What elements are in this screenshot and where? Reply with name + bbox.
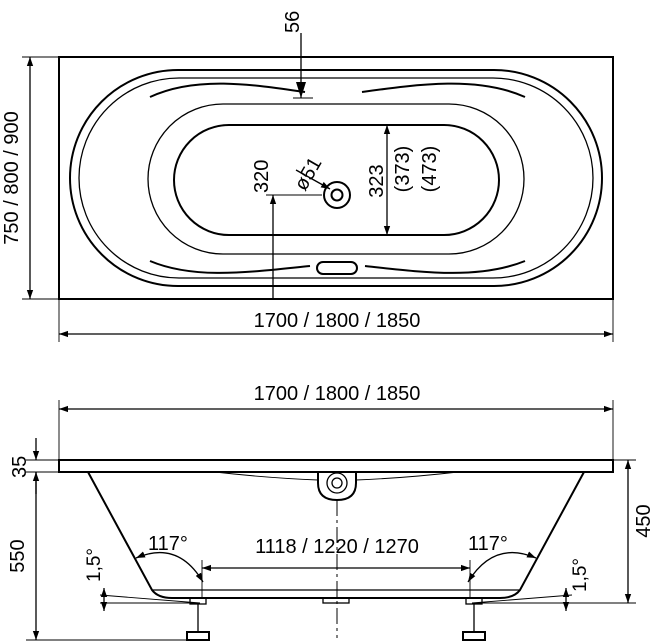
slope-left-line xyxy=(99,594,201,604)
dim-width-label: 750 / 800 / 900 xyxy=(1,111,23,244)
dim-373-label: (373) xyxy=(392,146,414,193)
dim-length-side-label: 1700 / 1800 / 1850 xyxy=(254,383,421,405)
drain-inner-circle xyxy=(330,188,344,202)
outer-oval-inner-line xyxy=(78,77,594,279)
dim-323-label: 323 xyxy=(366,164,388,197)
armrest-curve-bottom-left xyxy=(149,260,311,274)
foot-right xyxy=(462,597,486,641)
overflow-drain xyxy=(317,472,357,502)
drain-outer-circle xyxy=(323,181,351,209)
top-view: 56 750 / 800 / 900 1700 / 1800 / 1850 32… xyxy=(1,11,614,342)
angle-right-label: 117° xyxy=(468,533,508,555)
middle-oval xyxy=(147,103,525,255)
dim-diameter-leader xyxy=(295,169,331,190)
dim-56-arrow xyxy=(296,82,306,98)
angle-left-label: 117° xyxy=(148,533,188,555)
armrest-curve-top-right xyxy=(361,82,526,98)
dim-473-label: (473) xyxy=(419,146,441,193)
tub-rim-side xyxy=(58,459,614,473)
armrest-curve-bottom-right xyxy=(364,260,526,274)
angle-arc-left xyxy=(135,551,204,583)
dim-56-label: 56 xyxy=(282,11,304,33)
slope-left-label: 1,5° xyxy=(84,548,105,582)
slope-right-label: 1,5° xyxy=(570,558,591,592)
overflow-slot xyxy=(316,261,358,275)
inner-slope-left xyxy=(214,471,319,481)
inner-slope-right xyxy=(355,471,459,481)
armrest-curve-top-left xyxy=(149,82,306,98)
outer-oval xyxy=(69,69,603,287)
tub-outline-top xyxy=(58,56,614,300)
dim-320-label: 320 xyxy=(251,160,273,193)
side-view: 1700 / 1800 / 1850 111 xyxy=(7,383,650,641)
foot-left xyxy=(186,597,210,641)
overflow-drain-core xyxy=(331,477,343,489)
tub-base-foot xyxy=(322,597,350,604)
dim-35-label: 35 xyxy=(9,456,31,478)
dim-length-top-label: 1700 / 1800 / 1850 xyxy=(254,310,421,332)
basin-oval xyxy=(173,124,500,236)
slope-right-line xyxy=(471,594,573,604)
dim-450-label: 450 xyxy=(633,504,650,537)
overflow-drain-inner xyxy=(326,472,348,494)
dim-base-label: 1118 / 1220 / 1270 xyxy=(255,536,419,558)
angle-arc-right xyxy=(467,551,537,583)
dim-550-label: 550 xyxy=(7,539,29,572)
dim-diameter-label: ø51 xyxy=(290,154,326,195)
